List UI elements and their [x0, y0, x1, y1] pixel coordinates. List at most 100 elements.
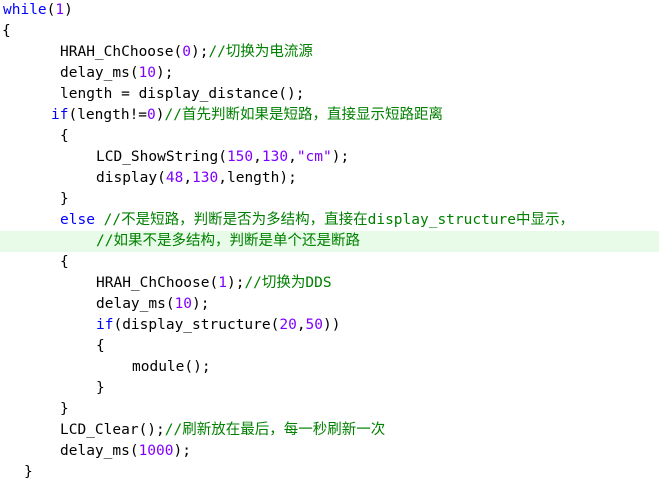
code-token: //刷新放在最后，每一秒刷新一次 [164, 422, 386, 438]
code-token: while [3, 2, 47, 18]
code-line[interactable]: { [0, 126, 659, 147]
code-token: ); [226, 275, 245, 291]
code-line[interactable]: else //不是短路，判断是否为多结构，直接在display_structur… [0, 210, 659, 231]
code-line-content: HRAH_ChChoose(0);//切换为电流源 [60, 42, 313, 63]
code-token: { [96, 338, 105, 354]
code-token [95, 212, 104, 228]
code-line[interactable]: { [0, 21, 659, 42]
code-token: 150 [226, 149, 254, 165]
code-token: ( [129, 443, 139, 459]
code-token: //切换为DDS [244, 275, 332, 291]
code-line[interactable]: delay_ms(10); [0, 294, 659, 315]
code-line[interactable]: { [0, 252, 659, 273]
code-token: 50 [305, 317, 324, 333]
code-token: 20 [279, 317, 297, 333]
code-token: ( [218, 149, 227, 165]
code-line-content: display(48,130,length); [96, 168, 297, 189]
code-token: if [51, 107, 69, 123]
code-line-content: } [60, 189, 69, 210]
code-token: 130 [192, 170, 219, 186]
code-token: { [60, 128, 69, 144]
code-token: delay_ms [60, 443, 130, 459]
code-token: LCD_Clear [60, 422, 139, 438]
code-line-content: LCD_Clear();//刷新放在最后，每一秒刷新一次 [60, 420, 385, 441]
code-token: display_structure [122, 317, 271, 333]
code-line[interactable]: //如果不是多结构，判断是单个还是断路 [0, 231, 659, 252]
code-token: , [183, 170, 193, 186]
code-line[interactable]: length = display_distance(); [0, 84, 659, 105]
code-line-content: //如果不是多结构，判断是单个还是断路 [96, 231, 360, 252]
code-token: 0 [147, 107, 156, 123]
code-token: (length!= [68, 107, 148, 123]
code-token: ) [155, 107, 165, 123]
code-token: } [96, 380, 105, 396]
code-line[interactable]: } [0, 189, 659, 210]
code-token: display_distance [138, 86, 279, 102]
code-token: ( [46, 2, 56, 18]
code-line[interactable]: display(48,130,length); [0, 168, 659, 189]
code-token: ); [173, 443, 191, 459]
code-token: if [96, 317, 114, 333]
code-token: ( [113, 317, 123, 333]
code-token: length = [60, 86, 139, 102]
code-line[interactable]: HRAH_ChChoose(1);//切换为DDS [0, 273, 659, 294]
code-token: ( [173, 44, 183, 60]
code-line[interactable]: HRAH_ChChoose(0);//切换为电流源 [0, 42, 659, 63]
code-token: ( [165, 296, 175, 312]
code-line-content: module(); [132, 357, 211, 378]
code-line[interactable]: delay_ms(10); [0, 63, 659, 84]
code-token: ( [270, 317, 280, 333]
code-line[interactable]: if(length!=0)//首先判断如果是短路，直接显示短路距离 [0, 105, 659, 126]
code-line[interactable]: } [0, 462, 659, 483]
code-line-content: { [2, 21, 11, 42]
code-line[interactable]: LCD_Clear();//刷新放在最后，每一秒刷新一次 [0, 420, 659, 441]
code-token: delay_ms [60, 65, 130, 81]
code-line-content: { [60, 126, 69, 147]
code-token: ( [129, 65, 139, 81]
code-token: , [253, 149, 262, 165]
code-token: ); [156, 65, 174, 81]
code-line-content: delay_ms(10); [60, 63, 174, 84]
code-line[interactable]: module(); [0, 357, 659, 378]
code-line-content: { [96, 336, 105, 357]
code-line-content: } [96, 378, 105, 399]
code-token: , [296, 317, 306, 333]
code-token: display [96, 170, 158, 186]
code-line-content: delay_ms(1000); [60, 441, 191, 462]
code-line[interactable]: { [0, 336, 659, 357]
code-token: } [60, 191, 69, 207]
code-token: ( [157, 170, 166, 186]
code-token: LCD_ShowString [96, 149, 219, 165]
code-token: HRAH_ChChoose [60, 44, 174, 60]
code-line[interactable]: LCD_ShowString(150,130,"cm"); [0, 147, 659, 168]
code-line-content: delay_ms(10); [96, 294, 210, 315]
code-token: { [2, 23, 11, 39]
code-token: } [60, 401, 69, 417]
code-line-content: LCD_ShowString(150,130,"cm"); [96, 147, 349, 168]
code-token: (); [184, 359, 211, 375]
code-line-content: if(length!=0)//首先判断如果是短路，直接显示短路距离 [51, 105, 443, 126]
code-line-content: { [60, 252, 69, 273]
code-line-content: } [24, 462, 33, 483]
code-token: else [60, 212, 95, 228]
code-token: "cm" [296, 149, 332, 165]
code-token: delay_ms [96, 296, 166, 312]
code-token: 1000 [138, 443, 174, 459]
code-token: 10 [138, 65, 157, 81]
code-line[interactable]: if(display_structure(20,50)) [0, 315, 659, 336]
code-token: //不是短路，判断是否为多结构，直接在display_structure中显示， [103, 212, 575, 228]
code-line[interactable]: } [0, 378, 659, 399]
code-token: HRAH_ChChoose [96, 275, 210, 291]
code-line[interactable]: while(1) [0, 0, 659, 21]
code-token: ); [331, 149, 350, 165]
code-line-content: length = display_distance(); [60, 84, 304, 105]
code-line-content: HRAH_ChChoose(1);//切换为DDS [96, 273, 332, 294]
code-token: (); [138, 422, 165, 438]
code-line[interactable]: } [0, 399, 659, 420]
code-token: )) [323, 317, 341, 333]
code-line[interactable]: delay_ms(1000); [0, 441, 659, 462]
code-token: ); [190, 44, 209, 60]
code-token: 0 [182, 44, 191, 60]
code-token: 48 [165, 170, 184, 186]
